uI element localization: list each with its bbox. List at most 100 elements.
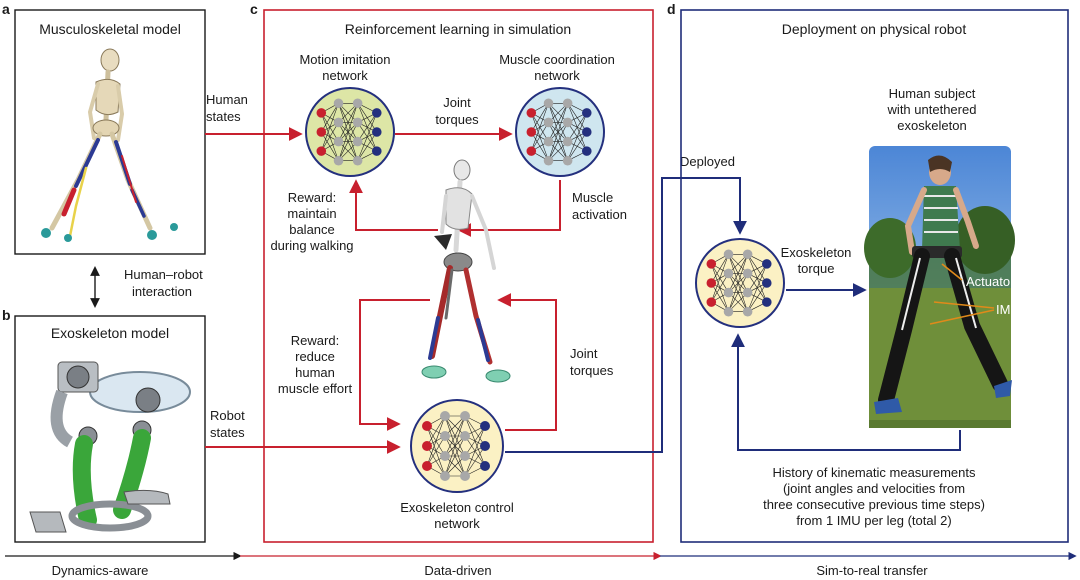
skeleton-figure-icon (41, 48, 178, 242)
deployed-link (505, 177, 747, 453)
muscle-net-label-2: network (534, 68, 580, 83)
network-node (706, 278, 717, 288)
muscle-coordination-network (515, 87, 605, 177)
network-node (352, 117, 363, 128)
network-node (526, 108, 537, 118)
panel-c-letter: c (250, 1, 258, 17)
panel-c-title: Reinforcement learning in simulation (345, 21, 571, 37)
robot-states-line2: states (210, 425, 245, 440)
network-node (706, 297, 717, 307)
network-node (526, 127, 537, 137)
panel-a: a Musculoskeletal model (2, 1, 206, 255)
exo-net-label-2: network (434, 516, 480, 531)
network-node (562, 117, 573, 128)
dynamics-aware-label: Dynamics-aware (52, 563, 149, 578)
deployed-exoskeleton-network (695, 238, 785, 328)
reward-balance-3: balance (289, 222, 335, 237)
muscle-activation-2: activation (572, 207, 627, 222)
network-node (333, 155, 344, 166)
joint-torques-top-1: Joint (443, 95, 471, 110)
network-node (440, 431, 450, 441)
panel-a-title: Musculoskeletal model (39, 21, 181, 37)
sim-to-real-label: Sim-to-real transfer (816, 563, 928, 578)
network-node (372, 127, 382, 137)
human-states-line1: Human (206, 92, 248, 107)
interaction-line2: interaction (132, 284, 192, 299)
network-node (460, 411, 470, 421)
network-circle (695, 238, 785, 328)
network-node (372, 108, 382, 118)
network-circle (305, 87, 395, 177)
reward-effort-4: muscle effort (278, 381, 353, 396)
exo-torque-2: torque (798, 261, 835, 276)
reward-balance-4: during walking (270, 238, 353, 253)
network-node (480, 441, 490, 451)
network-circle (515, 87, 605, 177)
network-node (333, 136, 344, 147)
muscle-activation-1: Muscle (572, 190, 613, 205)
network-node (372, 146, 382, 156)
reward-balance-1: Reward: (288, 190, 336, 205)
network-node (543, 117, 554, 128)
network-node (723, 287, 734, 298)
network-node (742, 287, 753, 298)
motion-net-label-2: network (322, 68, 368, 83)
network-node (723, 268, 734, 279)
network-node (762, 278, 772, 288)
walking-skeleton-icon (421, 159, 511, 383)
network-node (333, 117, 344, 128)
network-node (742, 249, 753, 260)
network-node (742, 306, 753, 317)
network-node (316, 146, 327, 156)
network-node (526, 146, 537, 156)
network-node (562, 98, 573, 109)
interaction-line1: Human–robot (124, 267, 203, 282)
panel-d-letter: d (667, 1, 676, 17)
history-line-4: from 1 IMU per leg (total 2) (796, 513, 951, 528)
bottom-timeline: Dynamics-aware Data-driven Sim-to-real t… (5, 551, 1077, 578)
network-node (316, 127, 327, 137)
deployed-label: Deployed (680, 154, 735, 169)
history-line-2: (joint angles and velocities from (783, 481, 965, 496)
robot-states-line1: Robot (210, 408, 245, 423)
human-states-line2: states (206, 109, 241, 124)
network-node (440, 471, 450, 481)
human-states-arrow: Human states (205, 92, 303, 141)
subject-label-2: with untethered (887, 102, 977, 117)
network-node (316, 108, 327, 118)
panel-a-letter: a (2, 1, 10, 17)
exo-net-label-1: Exoskeleton control (400, 500, 514, 515)
network-node (543, 98, 554, 109)
network-node (422, 461, 432, 471)
reward-effort-2: reduce (295, 349, 335, 364)
network-node (480, 421, 490, 431)
network-node (460, 431, 470, 441)
network-node (460, 471, 470, 481)
network-node (333, 98, 344, 109)
network-node (460, 451, 470, 461)
panel-d-title: Deployment on physical robot (782, 21, 967, 37)
subject-label-1: Human subject (889, 86, 976, 101)
network-node (742, 268, 753, 279)
network-node (762, 259, 772, 269)
network-node (582, 108, 592, 118)
joint-torques-top-2: torques (435, 112, 479, 127)
person-photo-icon (864, 146, 1015, 428)
exoskeleton-device-icon (29, 361, 191, 533)
robot-states-arrow: Robot states (205, 408, 401, 454)
network-node (440, 411, 450, 421)
exo-torque-1: Exoskeleton (781, 245, 852, 260)
network-node (422, 441, 432, 451)
exoskeleton-control-network (410, 399, 504, 493)
actuator-pointer (941, 263, 963, 281)
reward-balance-2: maintain (287, 206, 336, 221)
network-node (762, 297, 772, 307)
network-node (582, 127, 592, 137)
muscle-net-label-1: Muscle coordination (499, 52, 615, 67)
network-node (562, 136, 573, 147)
panel-c: c Reinforcement learning in simulation M… (250, 1, 654, 543)
history-feedback-link (731, 333, 961, 451)
subject-label-3: exoskeleton (897, 118, 966, 133)
network-node (352, 136, 363, 147)
network-node (422, 421, 432, 431)
